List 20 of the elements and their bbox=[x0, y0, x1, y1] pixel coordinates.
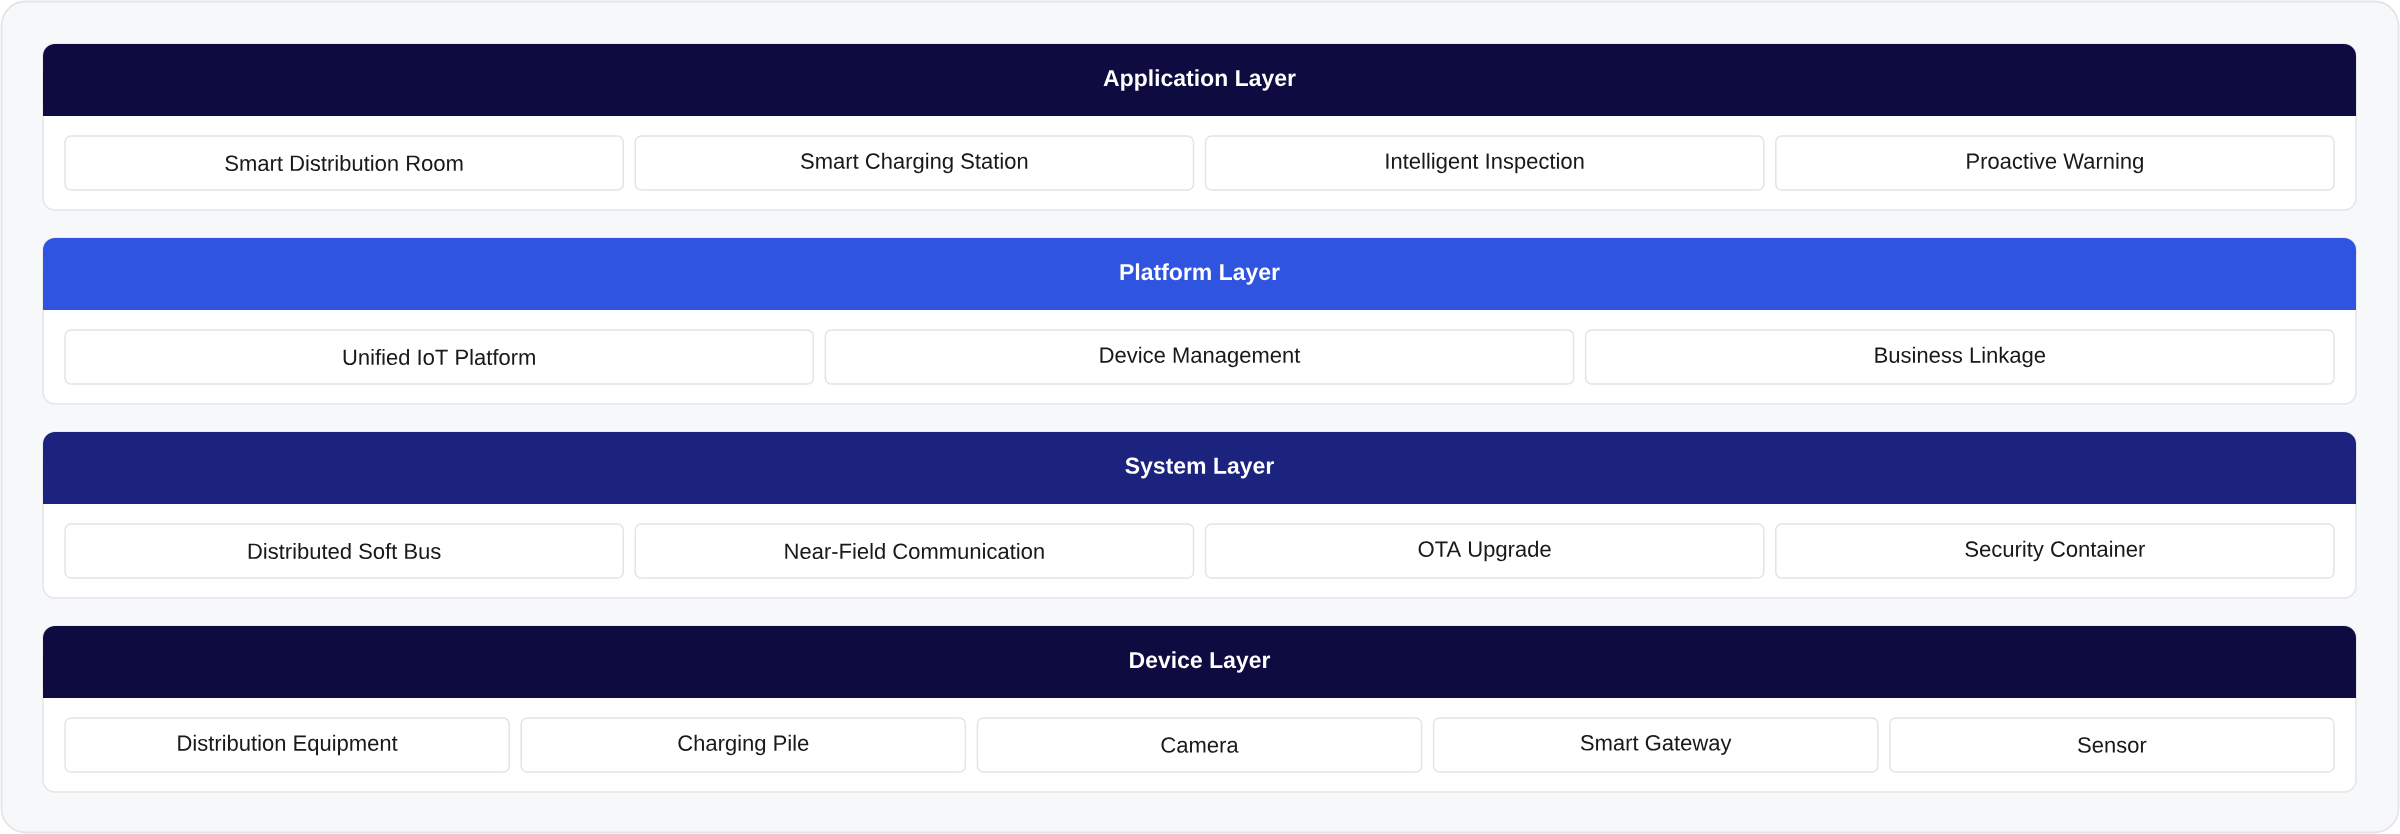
item-box: Proactive Warning bbox=[1775, 135, 2335, 191]
item-box: Sensor bbox=[1889, 717, 2335, 773]
item-box: Intelligent Inspection bbox=[1204, 135, 1765, 191]
layer-header: Application Layer bbox=[43, 44, 2356, 116]
item-box: Unified IoT Platform bbox=[64, 329, 815, 385]
layer-header: System Layer bbox=[43, 432, 2356, 504]
item-box: Near-Field Communication bbox=[634, 523, 1195, 579]
item-box: Smart Distribution Room bbox=[64, 135, 624, 191]
layer-header: Device Layer bbox=[43, 626, 2356, 698]
item-box: Camera bbox=[976, 717, 1423, 773]
item-box: Smart Charging Station bbox=[634, 135, 1195, 191]
item-box: Business Linkage bbox=[1584, 329, 2335, 385]
item-box: OTA Upgrade bbox=[1204, 523, 1765, 579]
item-box: Distribution Equipment bbox=[64, 717, 510, 773]
layer-header: Platform Layer bbox=[43, 238, 2356, 310]
item-box: Security Container bbox=[1775, 523, 2335, 579]
item-box: Distributed Soft Bus bbox=[64, 523, 624, 579]
item-box: Smart Gateway bbox=[1432, 717, 1879, 773]
item-box: Charging Pile bbox=[520, 717, 967, 773]
item-box: Device Management bbox=[824, 329, 1575, 385]
